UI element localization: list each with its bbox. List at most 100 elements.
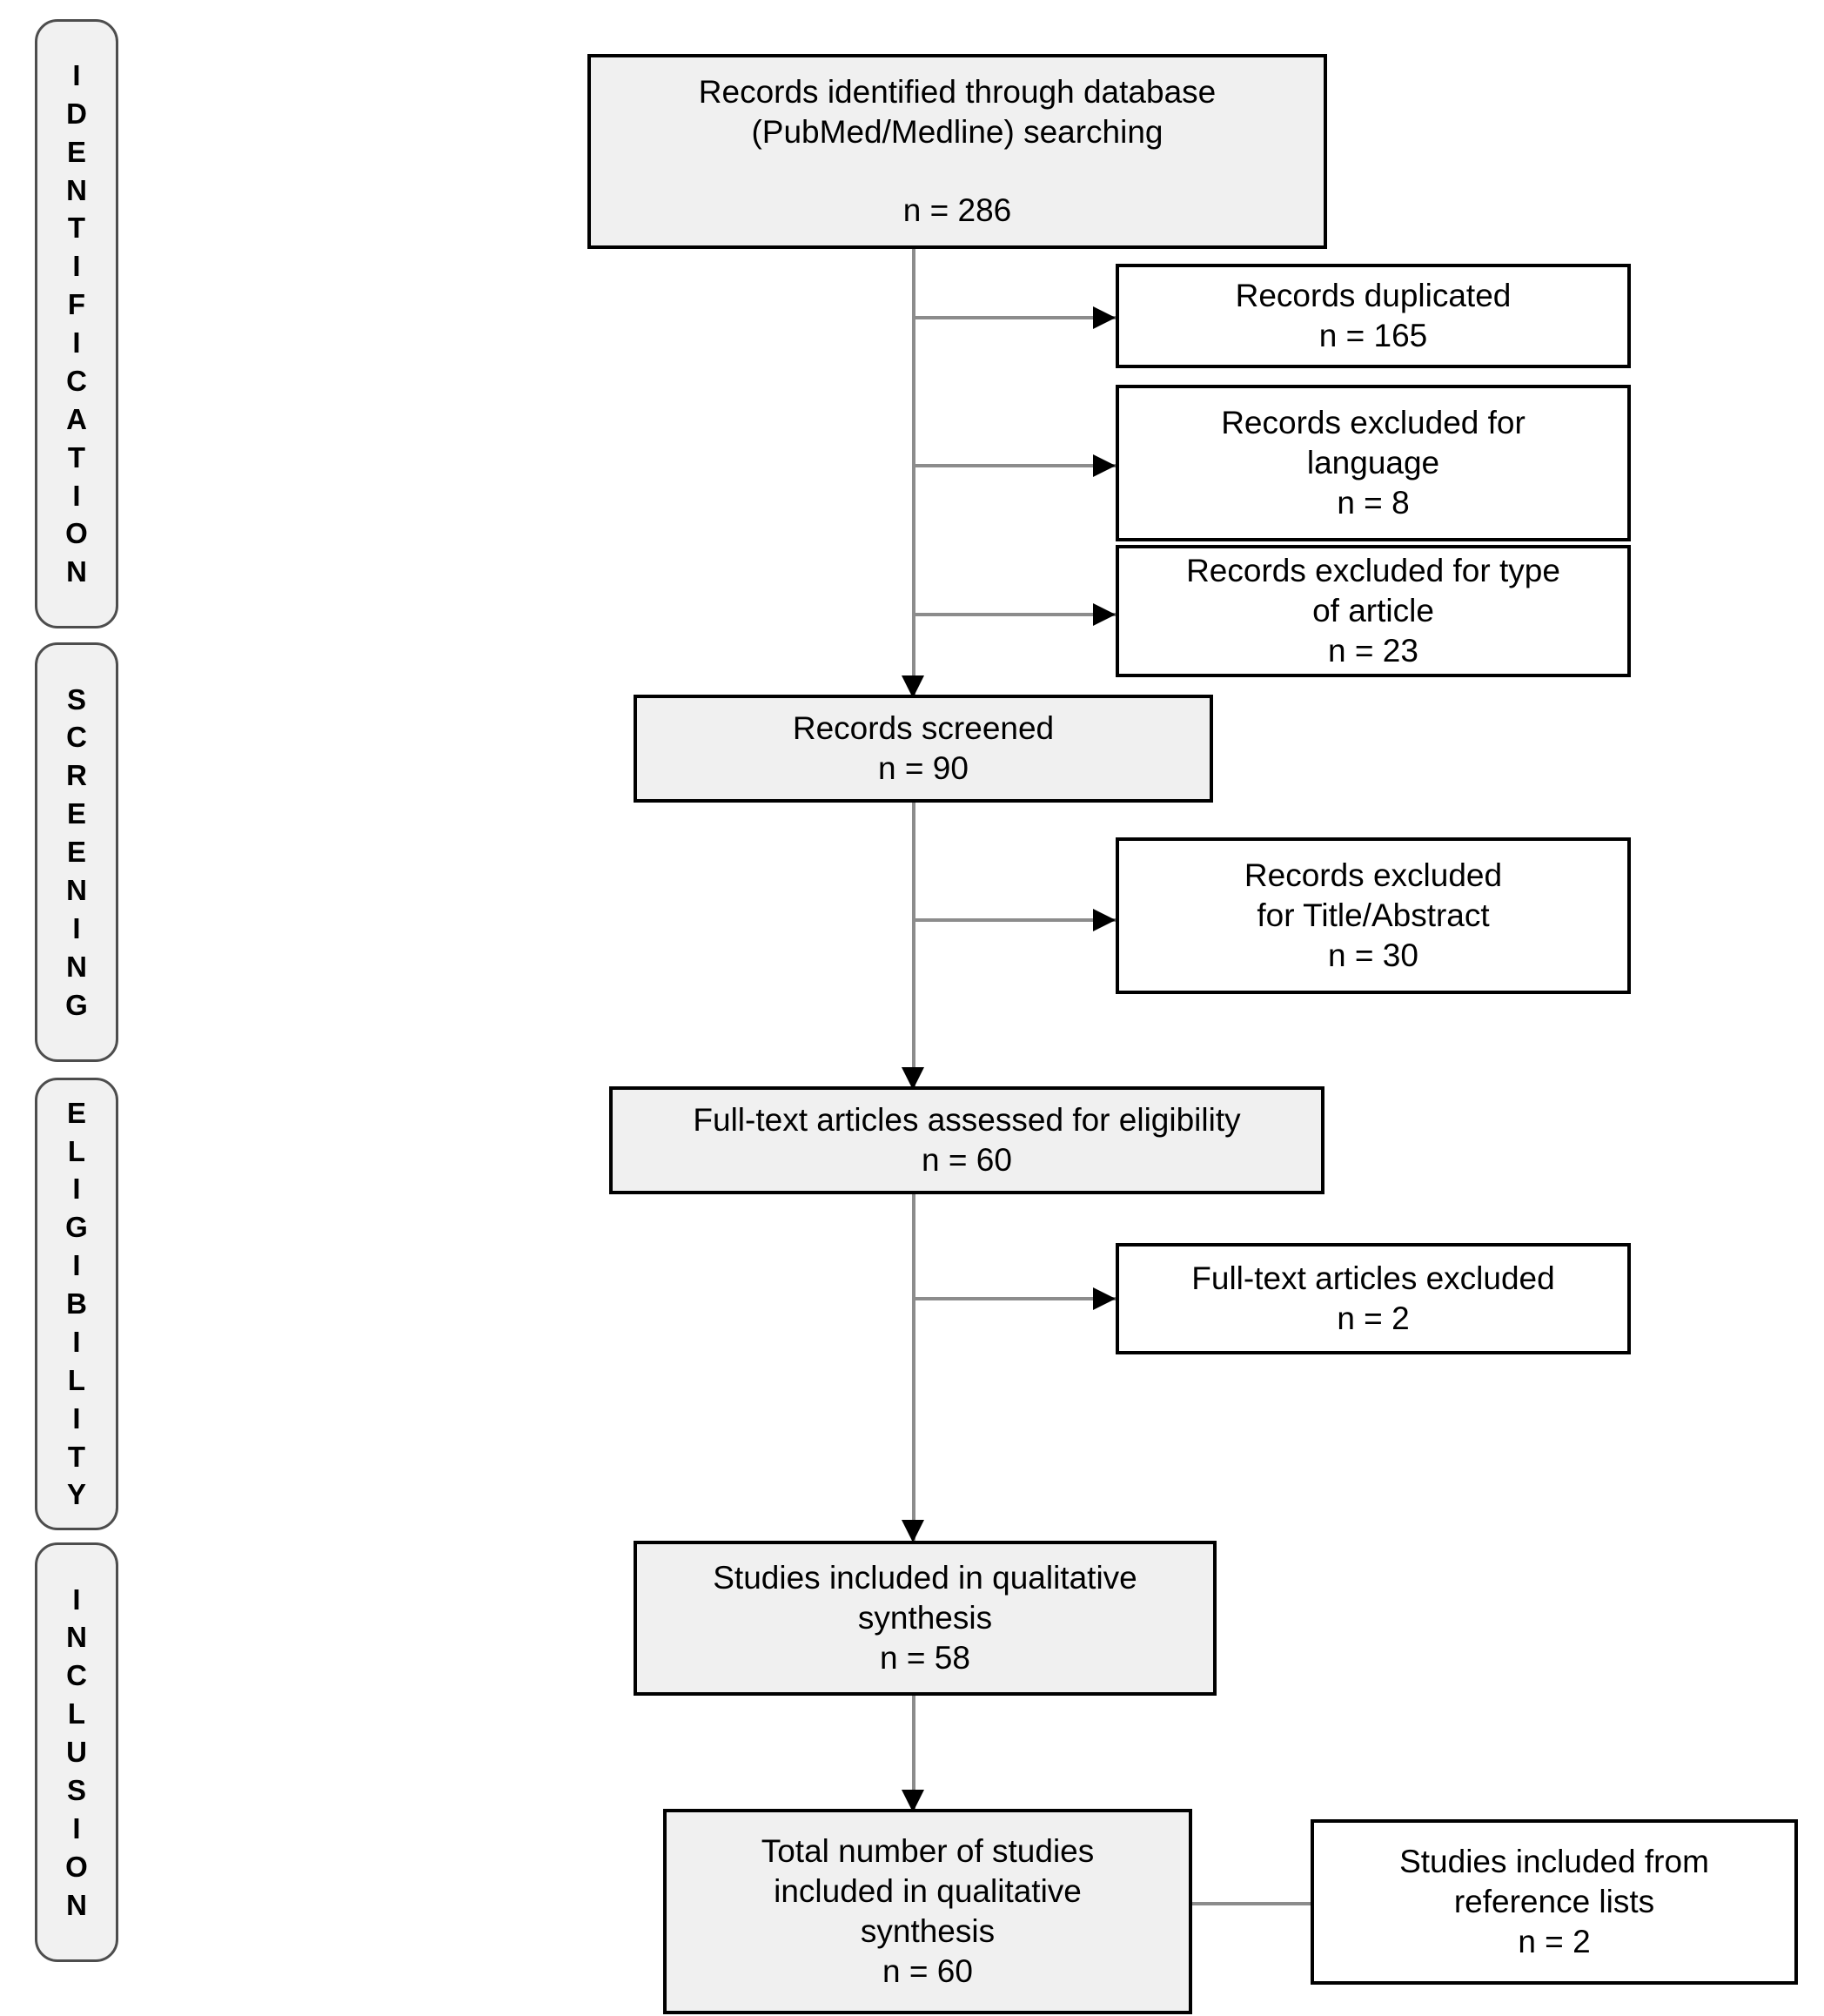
box-fulltext-excluded: Full-text articles excluded n = 2 (1116, 1243, 1631, 1354)
box-line: of article (1312, 593, 1434, 629)
stage-letter: L (67, 1363, 86, 1396)
stage-letter: G (65, 988, 88, 1021)
arrow-to-excluded-type (1093, 603, 1116, 626)
box-line: Total number of studies (761, 1833, 1095, 1870)
stage-letter: I (72, 911, 81, 944)
stage-letter: I (72, 1325, 81, 1358)
stage-letter: E (66, 1096, 86, 1129)
stage-letter: T (67, 440, 86, 474)
stage-letter: O (65, 1850, 88, 1883)
box-line: for Title/Abstract (1257, 897, 1490, 934)
box-count: n = 8 (1337, 484, 1410, 521)
stage-inclusion: I N C L U S I O N (35, 1542, 118, 1962)
box-records-screened: Records screened n = 90 (634, 695, 1213, 803)
box-line: Records identified through database (698, 74, 1217, 111)
stage-letter: N (66, 873, 87, 906)
box-count: n = 90 (878, 750, 969, 786)
arrow-to-fulltext-assessed (902, 1067, 924, 1090)
box-records-duplicated: Records duplicated n = 165 (1116, 264, 1631, 368)
stage-letter: C (66, 721, 87, 754)
box-line: Full-text articles excluded (1191, 1260, 1555, 1297)
stage-letter: N (66, 555, 87, 588)
stage-letter: N (66, 1888, 87, 1921)
box-records-identified: Records identified through database (Pub… (587, 54, 1327, 249)
stage-letter: I (72, 479, 81, 512)
box-count: n = 2 (1518, 1923, 1591, 1959)
box-count: n = 165 (1318, 318, 1428, 353)
box-records-excluded-type: Records excluded for type of article n =… (1116, 545, 1631, 677)
stage-letter: E (66, 135, 86, 168)
box-count: n = 60 (882, 1952, 973, 1989)
stage-letter: I (72, 250, 81, 283)
stage-eligibility: E L I G I B I L I T Y (35, 1078, 118, 1530)
stage-screening: S C R E E N I N G (35, 642, 118, 1062)
box-count: n = 2 (1337, 1300, 1410, 1336)
arrow-to-excluded-title-abstract (1093, 909, 1116, 931)
stage-letter: I (72, 1811, 81, 1845)
box-count: n = 286 (902, 192, 1012, 228)
stage-letter: B (66, 1287, 87, 1320)
connector-spine-eligibility (912, 1193, 915, 1541)
connector-spine-inclusion (912, 1696, 915, 1811)
connector-to-excluded-language (912, 464, 1116, 467)
connector-to-duplicated (912, 316, 1116, 319)
box-line: reference lists (1453, 1884, 1655, 1920)
box-line: Records excluded for (1221, 405, 1526, 441)
stage-letter: C (66, 364, 87, 397)
arrow-to-studies-included (902, 1520, 924, 1542)
stage-letter: F (67, 288, 86, 321)
box-count: n = 58 (880, 1639, 970, 1676)
stage-letter: D (66, 97, 87, 130)
box-line: synthesis (860, 1913, 996, 1949)
connector-to-excluded-title-abstract (912, 918, 1116, 922)
stage-letter: N (66, 950, 87, 983)
stage-letter: I (72, 1401, 81, 1435)
box-line: synthesis (857, 1600, 993, 1636)
arrow-to-records-screened (902, 675, 924, 698)
stage-letter: E (66, 797, 86, 830)
stage-letter: I (72, 326, 81, 359)
box-total-studies-included: Total number of studies included in qual… (663, 1809, 1192, 2014)
stage-letter: R (66, 759, 87, 792)
box-line: Studies included from (1399, 1844, 1709, 1880)
box-count: n = 60 (922, 1142, 1012, 1178)
box-line: Records excluded (1244, 857, 1503, 894)
stage-letter: N (66, 1621, 87, 1654)
box-count: n = 23 (1328, 632, 1418, 669)
arrow-to-duplicated (1093, 306, 1116, 329)
arrow-to-fulltext-excluded (1093, 1287, 1116, 1310)
box-line: Records excluded for type (1186, 553, 1560, 589)
stage-letter: L (67, 1134, 86, 1167)
stage-letter: U (66, 1736, 87, 1769)
connector-spine-identification (912, 248, 915, 697)
box-line: included in qualitative (774, 1873, 1082, 1910)
stage-letter: I (72, 58, 81, 91)
box-count: n = 30 (1328, 937, 1418, 973)
stage-letter: T (67, 1440, 86, 1473)
arrow-to-total-studies (902, 1790, 924, 1812)
stage-letter: C (66, 1659, 87, 1692)
box-line: language (1306, 445, 1440, 481)
box-line: (PubMed/Medline) searching (751, 114, 1163, 151)
box-line: Studies included in qualitative (713, 1560, 1137, 1596)
stage-letter: E (66, 836, 86, 869)
box-studies-from-reference-lists: Studies included from reference lists n … (1311, 1819, 1798, 1985)
stage-letter: L (67, 1697, 86, 1730)
stage-identification: I D E N T I F I C A T I O N (35, 19, 118, 628)
box-line: Full-text articles assessed for eligibil… (693, 1102, 1241, 1139)
stage-letter: O (65, 517, 88, 550)
stage-letter: A (66, 402, 87, 435)
box-line: Records duplicated (1235, 278, 1512, 314)
connector-to-fulltext-excluded (912, 1297, 1116, 1300)
box-records-excluded-title-abstract: Records excluded for Title/Abstract n = … (1116, 837, 1631, 994)
stage-letter: I (72, 1249, 81, 1282)
stage-letter: S (66, 682, 86, 716)
stage-letter: I (72, 1173, 81, 1206)
stage-letter: G (65, 1211, 88, 1244)
stage-letter: I (72, 1583, 81, 1616)
stage-letter: Y (66, 1478, 86, 1511)
box-fulltext-assessed: Full-text articles assessed for eligibil… (609, 1086, 1324, 1194)
box-line: Records screened (792, 710, 1055, 747)
box-records-excluded-language: Records excluded for language n = 8 (1116, 385, 1631, 541)
